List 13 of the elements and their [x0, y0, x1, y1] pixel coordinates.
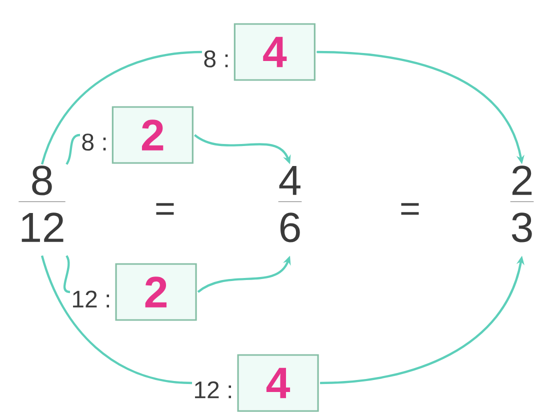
answer-box: 2 [115, 263, 197, 321]
fraction: 4 6 [278, 166, 302, 242]
fraction: 8 12 [18, 166, 66, 242]
answer-box: 4 [237, 354, 319, 412]
answer-box: 4 [234, 23, 316, 81]
equals-sign: = [401, 203, 419, 215]
divisor-label: 12 : [73, 290, 109, 308]
equals-sign: = [156, 203, 174, 215]
divisor-label: 8 : [204, 50, 228, 68]
answer-box: 2 [112, 106, 194, 164]
divisor-label: 12 : [195, 381, 231, 398]
divisor-label: 8 : [82, 134, 106, 151]
fraction: 2 3 [510, 166, 534, 242]
